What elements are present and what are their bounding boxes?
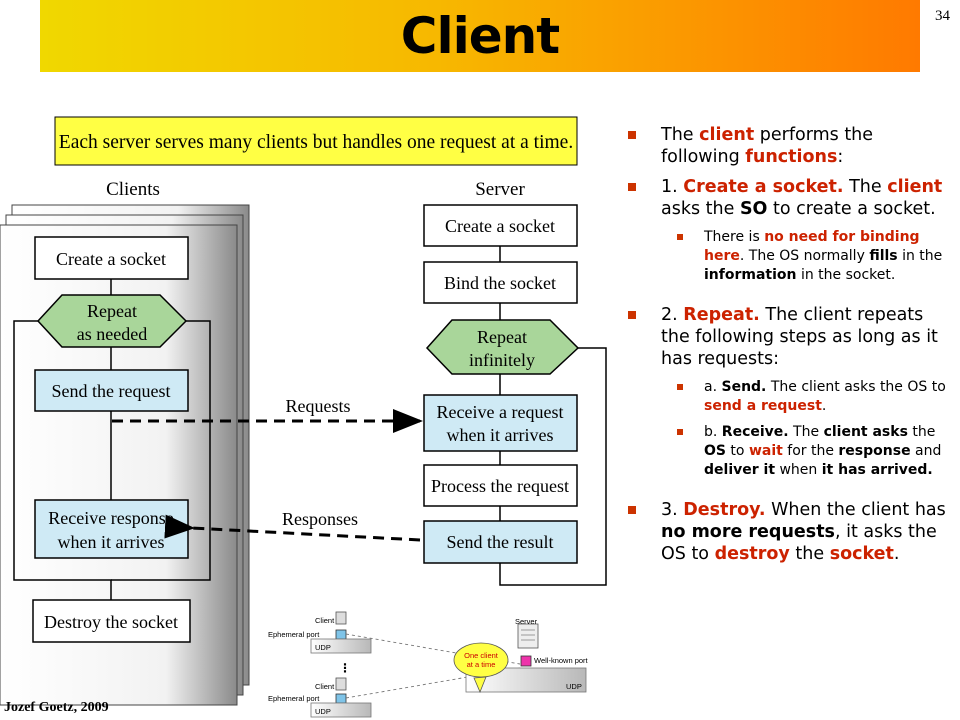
mini-udp-1-label: UDP: [315, 643, 331, 652]
mini-udp-server-label: UDP: [566, 682, 582, 691]
server-receive-line2: when it arrives: [447, 425, 554, 445]
sub-bullet-receive: b. Receive. The client asks the OS to wa…: [624, 423, 956, 480]
slide-title: Client: [400, 7, 560, 65]
server-process-request-label: Process the request: [431, 476, 569, 496]
mini-client-1: Client Ephemeral port UDP: [268, 611, 372, 654]
server-repeat-line1: Repeat: [477, 327, 527, 347]
client-destroy-socket-box: Destroy the socket: [32, 599, 191, 643]
mini-client-2: Client Ephemeral port UDP: [268, 677, 372, 718]
client-send-request-box: Send the request: [34, 369, 189, 412]
client-receive-line2: when it arrives: [58, 532, 165, 552]
client-send-request-label: Send the request: [52, 381, 171, 401]
requests-arrow: Requests: [112, 396, 423, 433]
server-bind-socket-label: Bind the socket: [444, 273, 556, 293]
mini-well-known-label: Well-known port: [534, 656, 589, 665]
server-receive-request-box: Receive a request when it arrives: [423, 394, 578, 452]
server-label: Server: [475, 179, 525, 200]
mini-server: Server Well-known port UDP: [465, 617, 589, 693]
responses-label: Responses: [282, 509, 358, 529]
mini-client-1-label: Client: [315, 616, 335, 625]
bullet-destroy: 3. Destroy. When the client has no more …: [624, 499, 956, 565]
client-repeat-hexagon: Repeat as needed: [36, 294, 188, 348]
client-repeat-line2: as needed: [77, 324, 147, 344]
mini-one-client-line2: at a time: [467, 660, 496, 669]
server-send-result-label: Send the result: [447, 532, 554, 552]
client-create-socket-box: Create a socket: [34, 236, 189, 280]
client-receive-line1: Receive response: [48, 508, 173, 528]
client-repeat-line1: Repeat: [87, 301, 137, 321]
client-create-socket-label: Create a socket: [56, 249, 166, 269]
udp-mini-diagram: Client Ephemeral port UDP ⋮ Client Ephem…: [268, 611, 589, 718]
responses-arrow: Responses: [164, 509, 421, 542]
clients-label: Clients: [106, 179, 160, 200]
sub-bullet-send: a. Send. The client asks the OS to send …: [624, 378, 956, 416]
client-receive-response-box: Receive response when it arrives: [34, 499, 189, 559]
server-receive-line1: Receive a request: [437, 402, 564, 422]
mini-udp-2-label: UDP: [315, 707, 331, 716]
server-bind-socket-box: Bind the socket: [423, 261, 578, 304]
mini-client-2-label: Client: [315, 682, 335, 691]
mini-ephemeral-1-label: Ephemeral port: [268, 630, 320, 639]
mini-one-client-line1: One client: [464, 651, 499, 660]
banner: Each server serves many clients but hand…: [54, 116, 578, 166]
sub-bullet-no-binding: There is no need for binding here. The O…: [624, 228, 956, 285]
requests-label: Requests: [286, 396, 351, 416]
server-send-result-box: Send the result: [423, 520, 578, 564]
mini-one-client-bubble: One client at a time: [453, 642, 509, 694]
server-create-socket-label: Create a socket: [445, 216, 555, 236]
server-process-request-box: Process the request: [423, 464, 578, 507]
page-number: 34: [935, 8, 950, 24]
client-loop-lines: [13, 279, 211, 600]
author-footer: Jozef Goetz, 2009: [4, 700, 109, 715]
title-bar: Client: [40, 0, 920, 72]
mini-server-label: Server: [515, 617, 538, 626]
bullet-list: The client performs the following functi…: [624, 124, 956, 573]
client-destroy-socket-label: Destroy the socket: [44, 612, 178, 632]
mini-ephemeral-2-label: Ephemeral port: [268, 694, 320, 703]
mini-ellipsis: ⋮: [339, 661, 351, 675]
bullet-functions: The client performs the following functi…: [624, 124, 956, 168]
bullet-create-socket: 1. Create a socket. The client asks the …: [624, 176, 956, 220]
client-server-diagram: Each server serves many clients but hand…: [0, 116, 607, 718]
banner-text: Each server serves many clients but hand…: [59, 132, 573, 153]
server-loop-lines: [499, 246, 607, 586]
server-create-socket-box: Create a socket: [423, 204, 578, 247]
server-repeat-hexagon: Repeat infinitely: [425, 319, 580, 375]
server-repeat-line2: infinitely: [469, 350, 535, 370]
bullet-repeat: 2. Repeat. The client repeats the follow…: [624, 304, 956, 370]
